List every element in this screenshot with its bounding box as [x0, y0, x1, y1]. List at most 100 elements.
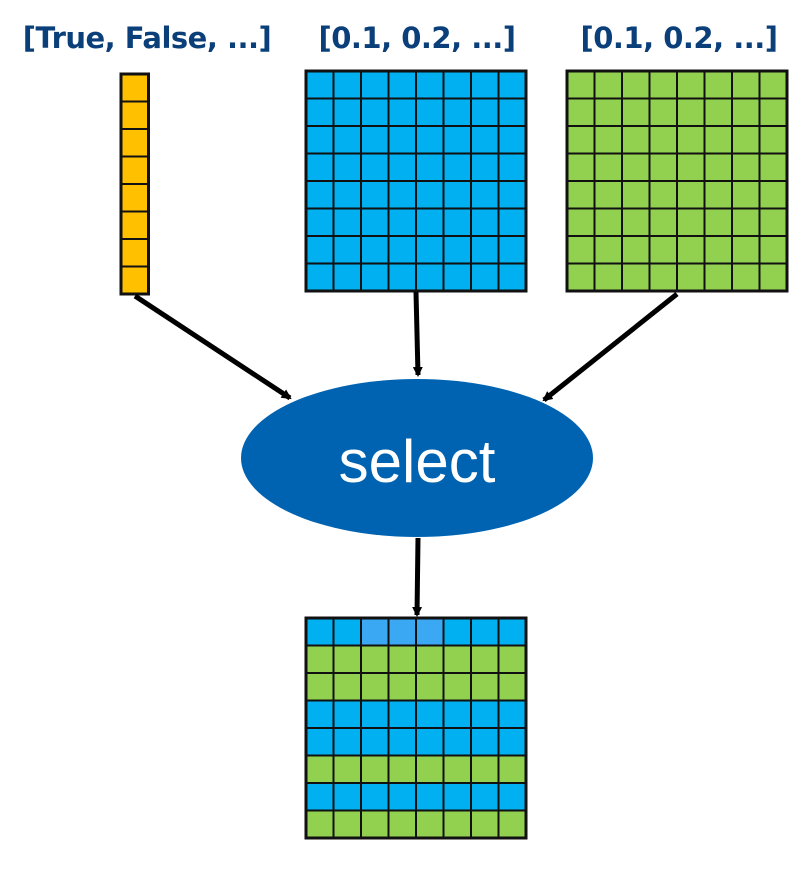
array-b-cell: [703, 180, 733, 210]
result-cell: [442, 727, 472, 757]
array-b-cell: [676, 262, 706, 292]
array-a-cell: [497, 180, 527, 210]
array-a-cell: [497, 207, 527, 237]
array-b-cell: [593, 207, 623, 237]
array-a-cell: [497, 125, 527, 155]
array-a-cell: [470, 125, 500, 155]
result-cell: [305, 644, 335, 674]
result-cell: [360, 754, 390, 784]
array-a-cell: [332, 97, 362, 127]
result-cell: [442, 809, 472, 839]
array-b-label: [0.1, 0.2, ...]: [580, 21, 778, 55]
array-a-cell: [442, 180, 472, 210]
condition-cell: [120, 265, 150, 295]
array-b-cell: [703, 207, 733, 237]
array-a-cell: [442, 152, 472, 182]
array-a-cell: [387, 97, 417, 127]
array-a-cell: [497, 262, 527, 292]
array-b-cell: [566, 180, 596, 210]
result-cell: [305, 699, 335, 729]
array-b-cell: [731, 180, 761, 210]
array-b-cell: [621, 235, 651, 265]
array-b: [565, 69, 789, 293]
result-cell: [497, 727, 527, 757]
array-b-cell: [731, 207, 761, 237]
array-a-cell: [305, 70, 335, 100]
result-cell: [497, 782, 527, 812]
result-cell: [332, 644, 362, 674]
array-a-cell: [470, 207, 500, 237]
array-b-cell: [703, 262, 733, 292]
array-a-cell: [305, 180, 335, 210]
array-b-cell: [758, 207, 788, 237]
result-cell: [415, 672, 445, 702]
array-a-cell: [360, 152, 390, 182]
array-a-cell: [442, 235, 472, 265]
array-a-cell: [332, 235, 362, 265]
result-cell: [387, 617, 417, 647]
array-b-cell: [648, 180, 678, 210]
array-b-cell: [648, 207, 678, 237]
condition-cell: [120, 210, 150, 240]
result-cell: [360, 727, 390, 757]
array-b-cell: [676, 180, 706, 210]
array-a-cell: [332, 70, 362, 100]
condition-cell: [120, 183, 150, 213]
array-a-cell: [470, 180, 500, 210]
result-cell: [415, 617, 445, 647]
result-cell: [360, 644, 390, 674]
select-ellipse: [241, 379, 593, 537]
result-cell: [497, 672, 527, 702]
array-b-cell: [758, 70, 788, 100]
result-cell: [305, 809, 335, 839]
array-a-cell: [387, 262, 417, 292]
array-b-cell: [731, 152, 761, 182]
array-b-cell: [621, 70, 651, 100]
array-a-border: [304, 69, 528, 293]
result-cell: [497, 644, 527, 674]
result-cell: [360, 782, 390, 812]
array-a-cell: [497, 235, 527, 265]
result-cell: [305, 782, 335, 812]
array-b-cell: [621, 152, 651, 182]
array-a-cell: [360, 207, 390, 237]
array-a-cell: [442, 97, 472, 127]
array-b-cell: [703, 70, 733, 100]
result-cell: [305, 672, 335, 702]
result-cell: [442, 644, 472, 674]
result-cell: [360, 672, 390, 702]
arrow-condition-to-select: [133, 293, 292, 401]
array-b-cell: [648, 152, 678, 182]
array-a-cell: [415, 262, 445, 292]
array-b-cell: [731, 70, 761, 100]
result-cell: [442, 672, 472, 702]
array-a-cell: [442, 125, 472, 155]
condition-border: [119, 72, 150, 296]
array-b-cell: [758, 235, 788, 265]
array-b-cell: [593, 97, 623, 127]
condition-array: [119, 72, 150, 296]
result-cell: [387, 644, 417, 674]
array-b-cell: [648, 262, 678, 292]
array-b-cell: [758, 125, 788, 155]
array-b-cell: [621, 180, 651, 210]
result-cell: [442, 617, 472, 647]
condition-cell: [120, 100, 150, 130]
array-a-cell: [470, 70, 500, 100]
condition-label: [True, False, ...]: [22, 21, 272, 55]
result-cell: [415, 782, 445, 812]
array-a-cell: [470, 262, 500, 292]
result-cell: [332, 809, 362, 839]
array-b-cell: [676, 207, 706, 237]
result-cell: [332, 754, 362, 784]
array-a-cell: [360, 70, 390, 100]
select-label: select: [339, 428, 496, 495]
array-a-cell: [387, 125, 417, 155]
array-a-cell: [387, 70, 417, 100]
array-b-cell: [593, 125, 623, 155]
result-cell: [360, 617, 390, 647]
array-a-cell: [470, 235, 500, 265]
result-cell: [470, 754, 500, 784]
result-cell: [332, 699, 362, 729]
array-a-cell: [497, 152, 527, 182]
